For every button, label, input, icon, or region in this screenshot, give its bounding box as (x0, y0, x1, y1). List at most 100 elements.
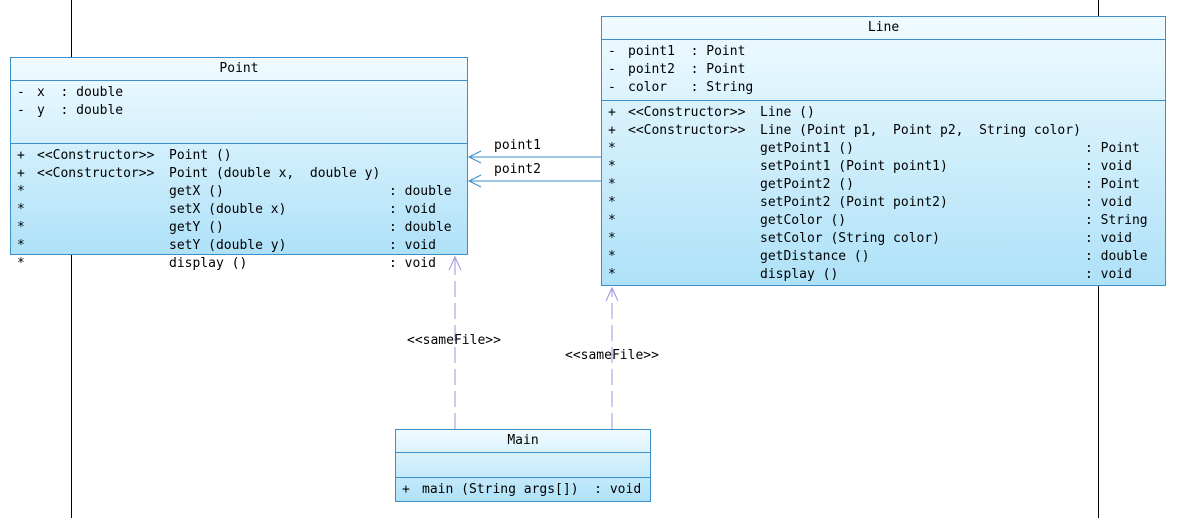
operation-signature: getPoint2 () (760, 177, 854, 192)
operation-signature: main (String args[]) : void (422, 482, 642, 497)
point-operation-row: * getX () : double (11, 183, 467, 201)
return-type: : void (1085, 231, 1132, 246)
return-type: : void (1085, 267, 1132, 282)
line-operation-row: * getColor () : String (602, 212, 1165, 230)
attribute-text: x : double (37, 85, 124, 100)
attribute-text: color : String (628, 80, 754, 95)
stereotype: <<Constructor>> (628, 123, 746, 138)
point-operation-row: * getY () : double (11, 219, 467, 237)
return-type: : double (389, 184, 452, 199)
visibility-marker: * (17, 238, 25, 253)
association-point2-label: point2 (494, 162, 541, 177)
visibility-marker: - (17, 85, 25, 100)
association-point1-arrowhead (467, 150, 482, 164)
operation-signature: getY () (169, 220, 224, 235)
line-operation-row: *getPoint1 (): Point (602, 140, 1165, 158)
operation-signature: Point (double x, double y) (169, 166, 381, 181)
association-point1-label: point1 (494, 138, 541, 153)
visibility-marker: - (608, 62, 616, 77)
visibility-marker: * (17, 220, 25, 235)
class-point-title: Point (11, 58, 467, 81)
visibility-marker: * (17, 184, 25, 199)
operation-signature: setPoint1 (Point point1) (760, 159, 948, 174)
dependency-main-point[interactable] (448, 255, 462, 429)
visibility-marker: - (608, 80, 616, 95)
dependency-main-point-arrowhead (448, 255, 462, 271)
point-attribute-row: -x : double (11, 84, 467, 102)
visibility-marker: * (608, 249, 616, 264)
class-main-operations: + main (String args[]) : void (396, 478, 650, 501)
attribute-text: y : double (37, 103, 124, 118)
class-line[interactable]: Line -point1 : Point-point2 : Point-colo… (601, 16, 1166, 286)
line-operation-row: * getPoint2 () : Point (602, 176, 1165, 194)
main-operation-row: + main (String args[]) : void (396, 481, 650, 499)
point-operation-row: +<<Constructor>>Point () (11, 147, 467, 165)
line-attribute-row: -point2 : Point (602, 61, 1165, 79)
association-point1[interactable] (467, 150, 601, 164)
class-point[interactable]: Point -x : double-y : double +<<Construc… (10, 57, 468, 271)
operation-signature: getDistance () (760, 249, 870, 264)
class-line-attributes: -point1 : Point-point2 : Point-color : S… (602, 40, 1165, 101)
class-main-attributes (396, 453, 650, 478)
operation-signature: getColor () (760, 213, 847, 228)
return-type: : double (389, 220, 452, 235)
point-operation-row: *setX (double x): void (11, 201, 467, 219)
operation-signature: setY (double y) (169, 238, 287, 253)
line-operation-row: * getDistance () : double (602, 248, 1165, 266)
operation-signature: display () (169, 256, 248, 271)
stereotype: <<Constructor>> (37, 148, 155, 163)
line-operation-row: * setPoint1 (Point point1) : void (602, 158, 1165, 176)
dependency-main-line-arrowhead (605, 286, 619, 302)
line-operation-row: * display () : void (602, 266, 1165, 284)
operation-signature: display () (760, 267, 839, 282)
line-attribute-row: -color : String (602, 79, 1165, 97)
operation-signature: setPoint2 (Point point2) (760, 195, 948, 210)
visibility-marker: + (608, 105, 616, 120)
line-operation-row: + <<Constructor>> Line () (602, 104, 1165, 122)
visibility-marker: + (608, 123, 616, 138)
class-point-operations: +<<Constructor>>Point ()+<<Constructor>>… (11, 144, 467, 275)
visibility-marker: * (608, 213, 616, 228)
operation-signature: getX () (169, 184, 224, 199)
line-operation-row: *setColor (String color): void (602, 230, 1165, 248)
visibility-marker: * (608, 267, 616, 282)
line-operation-row: +<<Constructor>>Line (Point p1, Point p2… (602, 122, 1165, 140)
dependency-main-line[interactable] (605, 286, 619, 429)
visibility-marker: * (608, 141, 616, 156)
line-attribute-row: -point1 : Point (602, 43, 1165, 61)
operation-signature: Line () (760, 105, 815, 120)
return-type: : void (389, 256, 436, 271)
return-type: : void (1085, 159, 1132, 174)
visibility-marker: + (402, 482, 410, 497)
point-operation-row: *display (): void (11, 255, 467, 273)
visibility-marker: * (608, 177, 616, 192)
point-operation-row: +<<Constructor>>Point (double x, double … (11, 165, 467, 183)
point-attribute-row: -y : double (11, 102, 467, 120)
class-main[interactable]: Main + main (String args[]) : void (395, 429, 651, 502)
class-line-operations: + <<Constructor>> Line ()+ <<Constructor>> L… (602, 101, 1165, 286)
class-main-title: Main (396, 430, 650, 453)
line-operation-row: * setPoint2 (Point point2) : void (602, 194, 1165, 212)
return-type: : void (1085, 195, 1132, 210)
association-point2-arrowhead (467, 174, 482, 188)
operation-signature: setX (double x) (169, 202, 287, 217)
visibility-marker: + (17, 166, 25, 181)
operation-signature: getPoint1 () (760, 141, 854, 156)
attribute-text: point2 : Point (628, 62, 746, 77)
class-point-attributes: -x : double-y : double (11, 81, 467, 144)
visibility-marker: * (608, 159, 616, 174)
swimlane-divider-left (71, 0, 72, 518)
association-point2[interactable] (467, 174, 601, 188)
class-line-title: Line (602, 17, 1165, 40)
return-type: : void (389, 202, 436, 217)
stereotype: <<Constructor>> (628, 105, 746, 120)
return-type: : String (1085, 213, 1148, 228)
visibility-marker: * (608, 195, 616, 210)
visibility-marker: + (17, 148, 25, 163)
return-type: : Point (1085, 177, 1140, 192)
attribute-text: point1 : Point (628, 44, 746, 59)
dependency-main-point-label: <<sameFile>> (407, 333, 501, 348)
return-type: : double (1085, 249, 1148, 264)
dependency-main-line-label: <<sameFile>> (565, 348, 659, 363)
